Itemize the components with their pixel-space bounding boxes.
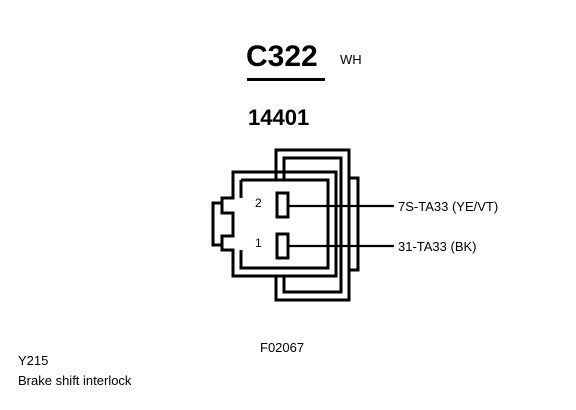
connector-outer-shell xyxy=(274,148,351,302)
connector-right-rail xyxy=(349,176,360,272)
pin-2-circuit-label: 7S-TA33 (YE/VT) xyxy=(398,199,499,214)
connector-outer-shell-inner xyxy=(282,156,343,294)
component-id: Y215 xyxy=(18,353,49,368)
connector-body-inner xyxy=(239,178,330,270)
connector-part-number: 14401 xyxy=(248,105,310,130)
connector-id-underline xyxy=(247,78,325,81)
connector-color-code: WH xyxy=(340,52,362,67)
figure-id: F02067 xyxy=(260,340,305,355)
pin-2-number: 2 xyxy=(255,196,262,210)
connector-body xyxy=(220,170,338,278)
pin-1-circuit-label: 31-TA33 (BK) xyxy=(398,239,477,254)
component-name: Brake shift interlock xyxy=(18,373,132,388)
pin-2-cavity xyxy=(275,191,290,219)
pin-1-number: 1 xyxy=(255,236,262,250)
connector-latch xyxy=(211,201,222,247)
connector-id: C322 xyxy=(246,40,318,73)
pin-1-cavity xyxy=(275,232,290,260)
